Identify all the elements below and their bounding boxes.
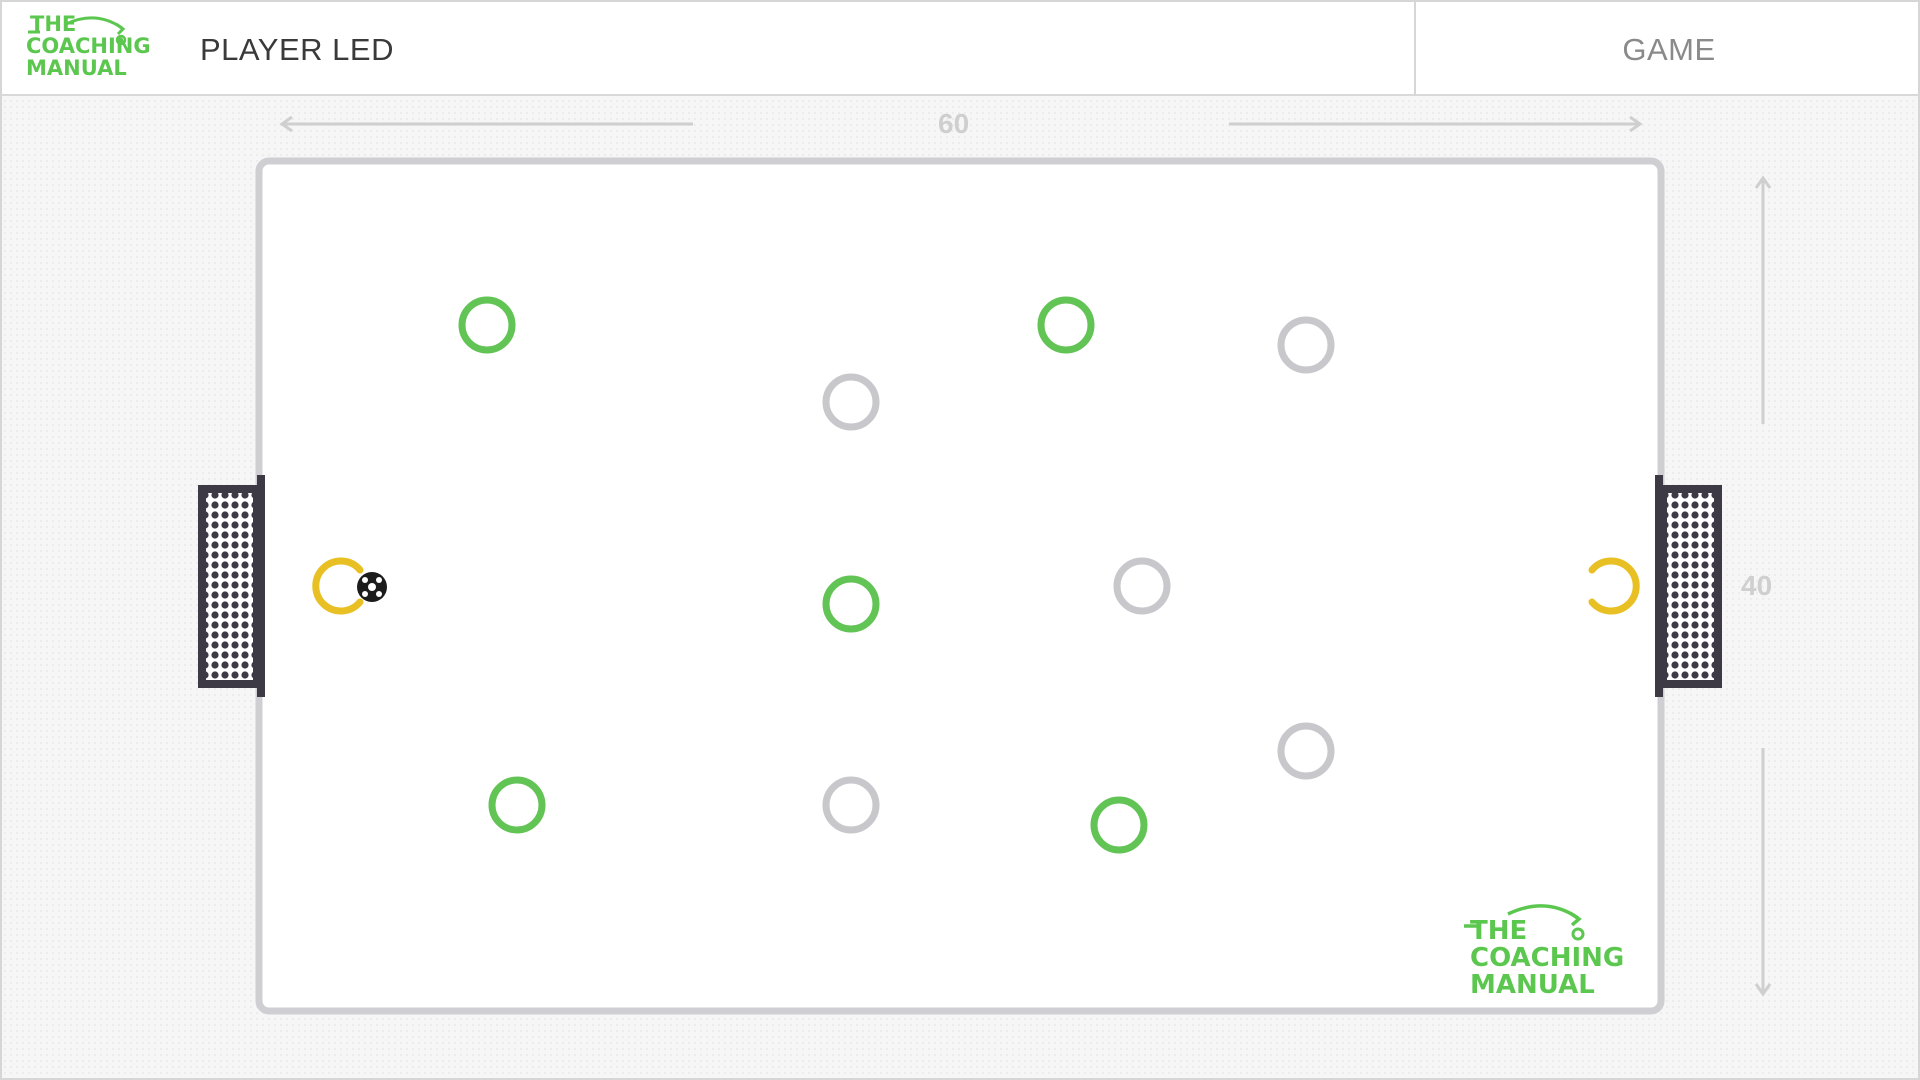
length-arrow — [279, 115, 1643, 133]
goalkeeper-right — [1588, 557, 1640, 615]
grey-player — [822, 776, 880, 834]
pitch-boundary — [255, 157, 1665, 1015]
pitch-width-label: 40 — [1741, 570, 1773, 601]
right-goal — [1655, 475, 1722, 697]
width-arrow — [1754, 175, 1772, 997]
coaching-manual-logo: THE COACHING MANUAL — [26, 14, 166, 92]
green-player — [1037, 296, 1095, 354]
logo-line-2: COACHING — [26, 34, 151, 58]
left-goal — [198, 475, 265, 697]
green-player — [1090, 796, 1148, 854]
green-player — [488, 776, 546, 834]
watermark-line-3: MANUAL — [1470, 970, 1595, 1000]
grey-player — [822, 373, 880, 431]
green-player — [822, 575, 880, 633]
grey-player — [1277, 316, 1335, 374]
watermark-line-1: THE — [1470, 916, 1528, 946]
logo-line-3: MANUAL — [26, 56, 127, 80]
grey-player — [1113, 557, 1171, 615]
logo-arrow-icon — [28, 16, 127, 46]
watermark-line-2: COACHING — [1470, 943, 1625, 973]
coaching-manual-watermark: THE COACHING MANUAL — [1462, 896, 1632, 1000]
drill-category: GAME — [1622, 32, 1716, 67]
drill-title: PLAYER LED — [200, 32, 394, 67]
header-divider — [1414, 2, 1416, 96]
logo-line-1: THE — [30, 12, 77, 36]
green-player — [458, 296, 516, 354]
pitch-length-label: 60 — [938, 108, 970, 139]
grey-player — [1277, 722, 1335, 780]
ball-icon — [357, 572, 387, 602]
goalkeeper-left — [312, 557, 364, 615]
logo-arrow-icon — [1464, 904, 1585, 941]
header-bar: THE COACHING MANUAL PLAYER LED GAME — [0, 0, 1920, 96]
